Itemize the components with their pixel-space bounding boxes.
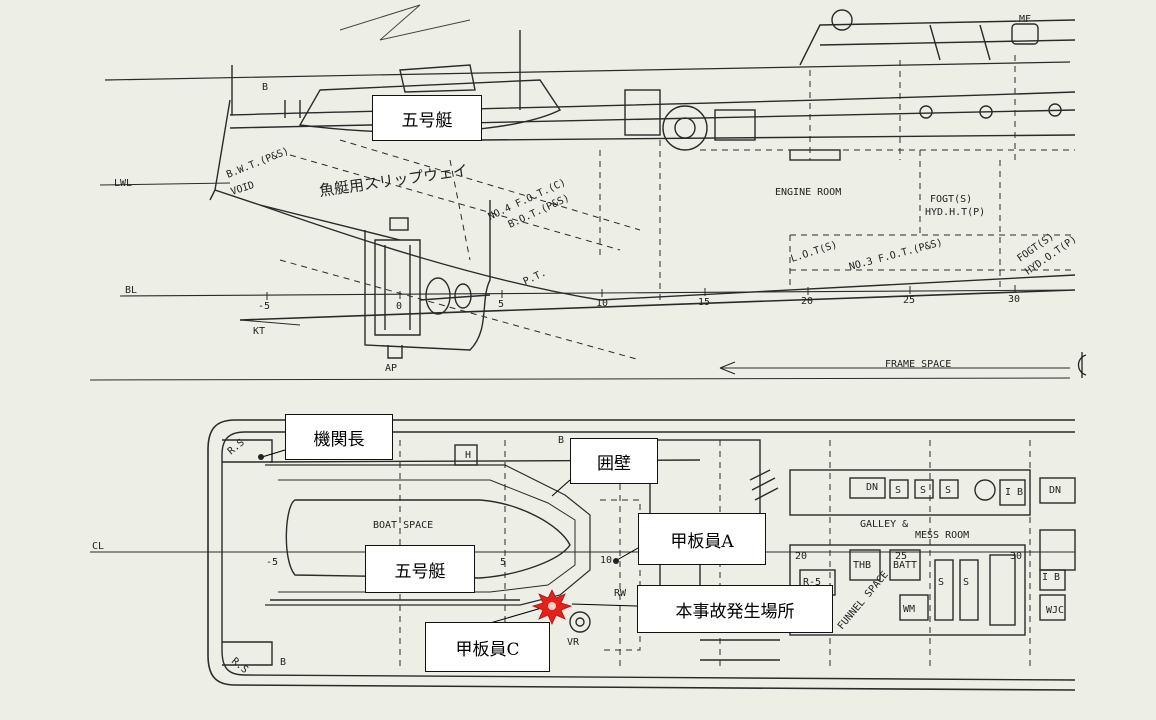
b-label-plan: B: [558, 435, 564, 446]
thb-label: THB: [853, 560, 871, 571]
ib-label-2: I B: [1042, 572, 1060, 583]
cl-frame-20: 20: [795, 551, 807, 562]
deckhand-c-label: 甲板員C: [425, 622, 550, 672]
frame-10: 10: [596, 298, 608, 309]
frame-20: 20: [801, 296, 813, 307]
arrow-left-icon: [719, 361, 736, 375]
frame-m5: -5: [258, 301, 270, 312]
ap-label: AP: [385, 363, 397, 374]
starburst-icon: [531, 589, 573, 625]
hydht-label: HYD.H.T(P): [925, 207, 985, 218]
deckhand-a-label: 甲板員A: [638, 513, 766, 565]
cl-frame-10: 10: [600, 555, 612, 566]
centerline-icon: [1077, 352, 1087, 378]
cl-frame-30: 30: [1010, 551, 1022, 562]
cl-frame-m5: -5: [266, 557, 278, 568]
funnel-label: FUNNEL SPACE: [836, 570, 891, 632]
chief-engineer-label: 機関長: [285, 414, 393, 460]
frame-15: 15: [698, 297, 710, 308]
s-label-2: S: [920, 485, 926, 496]
s-label-4: S: [938, 577, 944, 588]
frame-0: 0: [396, 301, 402, 312]
lwl-label: LWL: [114, 178, 132, 189]
frame-5: 5: [498, 299, 504, 310]
rw-label: RW: [614, 588, 627, 599]
engine-room-label: ENGINE ROOM: [775, 187, 841, 198]
fot3-label: NO.3 F.O.T.(P&S): [848, 237, 944, 273]
h-label: H: [465, 450, 471, 461]
boat-upper-label: 五号艇: [372, 95, 482, 141]
boat-plan-label: 五号艇: [365, 545, 475, 593]
r5-label: R-5: [803, 577, 821, 588]
cl-frame-5: 5: [500, 557, 506, 568]
dn-label: DN: [866, 482, 878, 493]
lot-label: L.O.T(S): [790, 240, 839, 265]
b-label-top: B: [262, 82, 268, 93]
pt-label: P.T.: [522, 268, 548, 288]
frame-25: 25: [903, 295, 915, 306]
boat-space-label: BOAT SPACE: [373, 520, 433, 531]
frame-30: 30: [1008, 294, 1020, 305]
ib-label: I B: [1005, 487, 1023, 498]
plan-view: [90, 419, 1076, 691]
s-label-1: S: [895, 485, 901, 496]
fogt-label: FOGT(S): [930, 194, 972, 205]
wm-label: WM: [903, 604, 915, 615]
kt-label: KT: [253, 326, 265, 337]
s-label-3: S: [945, 485, 951, 496]
galley-label: GALLEY &: [860, 519, 908, 530]
batt-label: BATT: [893, 560, 917, 571]
bl-label: BL: [125, 285, 137, 296]
frame-space-label: FRAME SPACE: [885, 359, 951, 370]
void-label: VOID: [230, 180, 256, 198]
wjc-label: WJC: [1046, 605, 1064, 616]
cl-frame-25: 25: [895, 551, 907, 562]
dn-label-2: DN: [1049, 485, 1061, 496]
bulkhead-label: 囲壁: [570, 438, 658, 484]
b-label-plan-bottom: B: [280, 657, 286, 668]
mf-label: MF: [1019, 14, 1031, 25]
s-label-5: S: [963, 577, 969, 588]
vr-label: VR: [567, 637, 580, 648]
profile-view: [89, 9, 1076, 381]
slipway-label: 魚艇用スリップウェイ: [318, 161, 469, 200]
bwt-label: B.W.T.(P&S): [225, 146, 291, 181]
cl-label: CL: [92, 541, 104, 552]
accident-site-label: 本事故発生場所: [637, 585, 833, 633]
mess-room-label: MESS ROOM: [915, 530, 969, 541]
